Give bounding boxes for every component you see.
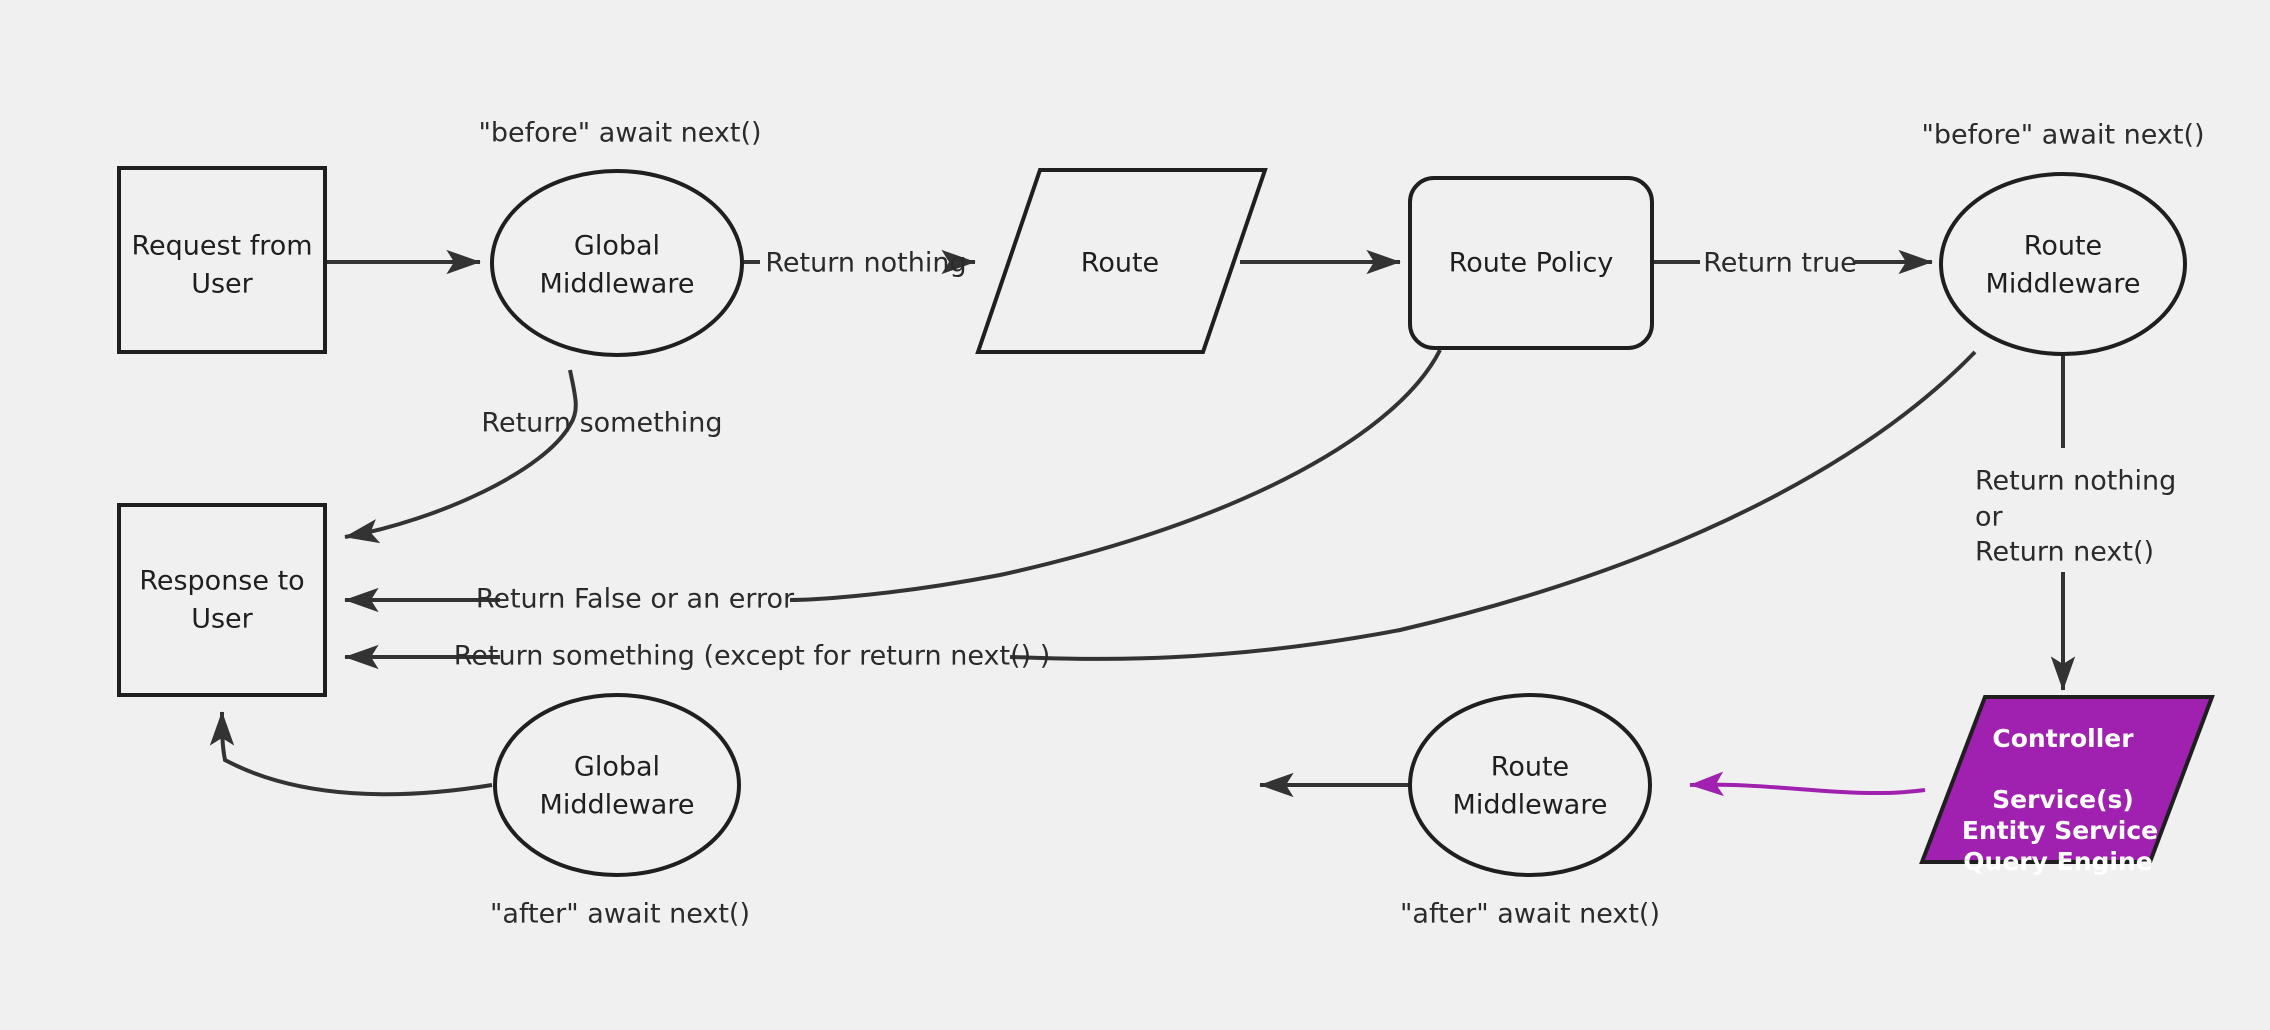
global-middleware-before-label-line2: Middleware — [540, 269, 695, 300]
annotation-before-await-next-global: "before" await next() — [478, 118, 761, 149]
route-middleware-after-label-line1: Route — [1491, 752, 1569, 783]
edge-label-return-nothing-or-next-line3: Return next() — [1975, 537, 2154, 568]
annotation-after-await-next-global: "after" await next() — [490, 899, 750, 930]
edge-route-policy-return-false-curve — [789, 349, 1442, 602]
global-middleware-before-label-line1: Global — [574, 231, 660, 262]
global-middleware-after-label-line2: Middleware — [540, 790, 695, 821]
controller-services-label-line4: Query Engine — [1963, 847, 2152, 876]
route-policy-label: Route Policy — [1449, 248, 1614, 279]
annotation-after-await-next-route: "after" await next() — [1400, 899, 1660, 930]
annotation-before-await-next-route: "before" await next() — [1921, 120, 2204, 151]
route-middleware-after-label-line2: Middleware — [1453, 790, 1608, 821]
node-route-policy[interactable]: Route Policy — [1408, 176, 1654, 350]
route-middleware-before-label-line1: Route — [2024, 231, 2102, 262]
edge-global-middleware-return-something — [344, 369, 578, 544]
request-from-user-label-line1: Request from — [131, 231, 312, 262]
controller-services-label-line3: Entity Service — [1962, 816, 2158, 845]
node-response-to-user[interactable]: Response to User — [117, 503, 327, 697]
controller-services-label-line2: Service(s) — [1992, 785, 2134, 814]
edge-label-return-true: Return true — [1703, 248, 1857, 279]
response-to-user-shape — [117, 503, 327, 697]
route-middleware-before-shape — [1939, 172, 2187, 356]
request-from-user-label-line2: User — [191, 269, 253, 300]
controller-services-shape — [1919, 695, 2215, 864]
response-to-user-label-line2: User — [191, 604, 253, 635]
request-from-user-shape — [117, 166, 327, 354]
global-middleware-after-label-line1: Global — [574, 752, 660, 783]
node-route-middleware-after[interactable]: Route Middleware — [1408, 693, 1652, 877]
edge-label-return-nothing-or-next-line1: Return nothing — [1975, 466, 2176, 497]
route-middleware-after-shape — [1408, 693, 1652, 877]
node-route[interactable]: Route — [975, 168, 1268, 354]
route-shape — [975, 168, 1268, 354]
node-controller-services[interactable]: Controller Service(s) Entity Service Que… — [1919, 695, 2215, 876]
edge-label-return-nothing: Return nothing — [765, 248, 966, 279]
node-request-from-user[interactable]: Request from User — [117, 166, 327, 354]
edge-label-return-nothing-or-next-line2: or — [1975, 502, 2004, 533]
route-label: Route — [1081, 248, 1159, 279]
global-middleware-before-shape — [490, 169, 744, 357]
node-route-middleware-before[interactable]: Route Middleware — [1939, 172, 2187, 356]
edge-label-return-false-or-error: Return False or an error — [476, 584, 795, 615]
edge-label-return-something: Return something — [481, 408, 722, 439]
edge-controller-to-route-middleware-after — [1689, 771, 1926, 797]
response-to-user-label-line1: Response to — [139, 566, 304, 597]
route-policy-shape — [1408, 176, 1654, 350]
edge-label-return-something-except: Return something (except for return next… — [454, 641, 1051, 672]
node-global-middleware-after[interactable]: Global Middleware — [493, 693, 741, 877]
edge-route-middleware-return-something-curve — [1009, 350, 1977, 661]
route-middleware-before-label-line2: Middleware — [1986, 269, 2141, 300]
node-global-middleware-before[interactable]: Global Middleware — [490, 169, 744, 357]
global-middleware-after-shape — [493, 693, 741, 877]
edge-global-middleware-after-to-response — [209, 711, 493, 797]
controller-services-label-line1: Controller — [1992, 724, 2134, 753]
